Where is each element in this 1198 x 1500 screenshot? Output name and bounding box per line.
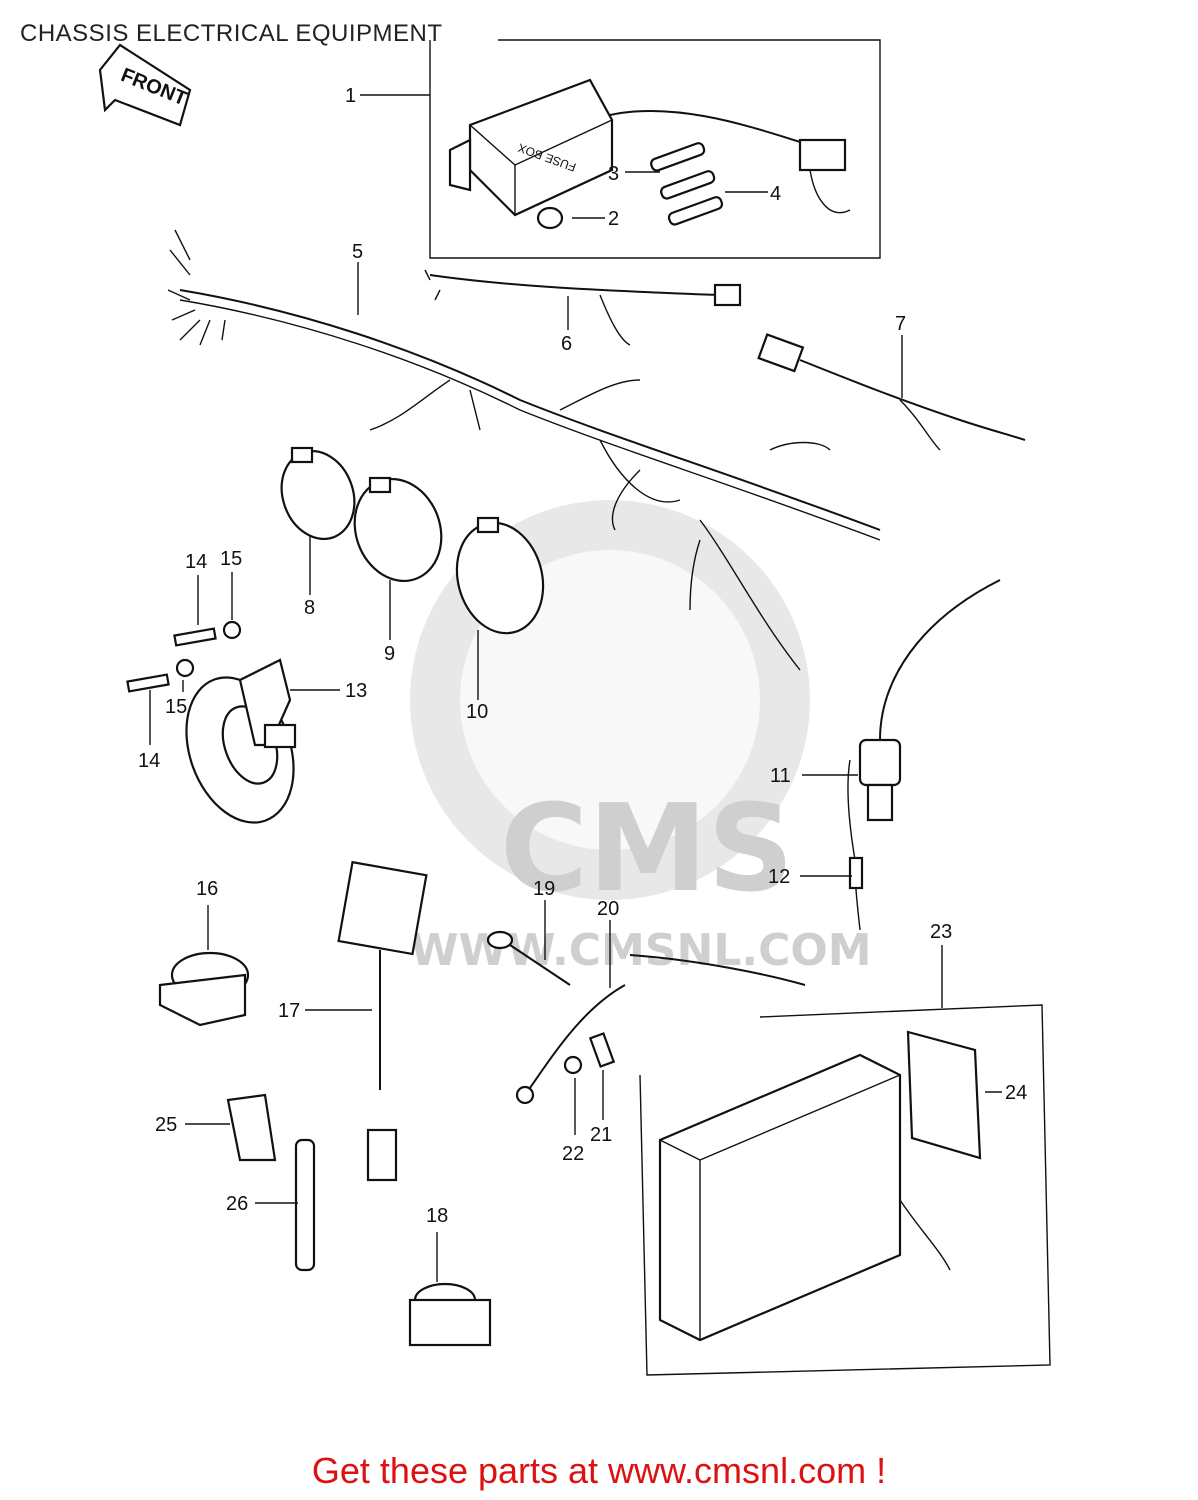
relay-16-part xyxy=(158,951,250,1027)
battery-cable-part xyxy=(515,954,806,1105)
callout-6: 6 xyxy=(561,333,572,355)
callout-16: 16 xyxy=(196,878,218,900)
callout-8: 8 xyxy=(304,597,315,619)
band-10-part xyxy=(455,516,545,635)
battery-sheet-part xyxy=(906,1030,982,1160)
watermark-logo: CMS xyxy=(500,780,794,919)
callout-3: 3 xyxy=(608,163,619,185)
callout-15a: 15 xyxy=(220,548,242,570)
horn-part xyxy=(185,658,297,824)
callout-15b: 15 xyxy=(165,696,187,718)
callout-19: 19 xyxy=(533,878,555,900)
parts-diagram: CMS WWW.CMSNL.COM FRONT FUSE BOX xyxy=(98,39,1051,1376)
relay-17-part xyxy=(337,860,428,1182)
callout-13: 13 xyxy=(345,680,367,702)
callout-20: 20 xyxy=(597,898,619,920)
leader-lines xyxy=(149,94,1002,1282)
stop-switch-part xyxy=(858,579,1001,822)
callout-14b: 14 xyxy=(138,750,160,772)
callout-7: 7 xyxy=(895,313,906,335)
sub-harness-part xyxy=(424,269,742,346)
band-8-part xyxy=(280,446,356,541)
callout-23: 23 xyxy=(930,921,952,943)
callout-24: 24 xyxy=(1005,1082,1027,1104)
callout-2: 2 xyxy=(608,208,619,230)
harness-7-part xyxy=(757,333,1026,451)
nut-22-part xyxy=(563,1055,583,1075)
bolt-14a-part xyxy=(173,627,217,647)
nut-15b-part xyxy=(175,658,195,678)
ground-strap-part xyxy=(486,930,571,986)
callout-14a: 14 xyxy=(185,551,207,573)
callout-21: 21 xyxy=(590,1124,612,1146)
callout-26: 26 xyxy=(226,1193,248,1215)
callout-22: 22 xyxy=(562,1143,584,1165)
bracket-25-part xyxy=(226,1093,277,1162)
callout-5: 5 xyxy=(352,241,363,263)
callout-25: 25 xyxy=(155,1114,177,1136)
callout-10: 10 xyxy=(466,701,488,723)
bolt-21-part xyxy=(588,1032,616,1068)
fuse-box-part: FUSE BOX xyxy=(448,78,851,217)
front-arrow: FRONT xyxy=(98,43,192,127)
fuses-part xyxy=(650,142,724,226)
callout-17: 17 xyxy=(278,1000,300,1022)
band-9-part xyxy=(353,476,443,583)
callout-18: 18 xyxy=(426,1205,448,1227)
fuse-box-group-bracket xyxy=(429,39,881,259)
cms-watermark: CMS WWW.CMSNL.COM xyxy=(410,500,872,976)
battery-part xyxy=(658,1053,951,1342)
strap-26-part xyxy=(294,1138,316,1272)
diagram-title: CHASSIS ELECTRICAL EQUIPMENT xyxy=(20,20,443,47)
flasher-part xyxy=(408,1282,492,1347)
grommet-part xyxy=(536,206,564,230)
footer-link[interactable]: Get these parts at www.cmsnl.com ! xyxy=(311,1450,887,1491)
callout-1: 1 xyxy=(345,85,356,107)
callout-11: 11 xyxy=(770,765,791,787)
battery-group-bracket xyxy=(639,1004,1051,1376)
nut-15a-part xyxy=(222,620,242,640)
main-harness-part xyxy=(167,229,881,671)
callout-9: 9 xyxy=(384,643,395,665)
spring-part xyxy=(847,759,864,931)
watermark-url: WWW.CMSNL.COM xyxy=(410,925,872,976)
callout-labels: 1 2 3 4 5 6 7 8 9 10 14 15 13 15 14 11 1… xyxy=(138,85,1027,1227)
callout-12: 12 xyxy=(768,866,790,888)
bolt-14b-part xyxy=(126,673,170,693)
callout-4: 4 xyxy=(770,183,781,205)
